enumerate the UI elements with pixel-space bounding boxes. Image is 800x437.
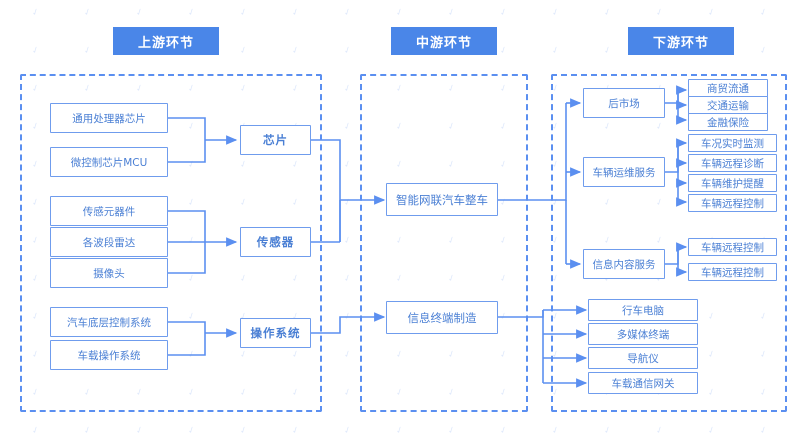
node-aftermarket-1[interactable]: 交通运输 <box>688 96 768 114</box>
node-upstream-raw-2[interactable]: 传感元器件 <box>50 196 168 226</box>
node-ops-0[interactable]: 车况实时监测 <box>688 134 777 152</box>
node-midstream-0[interactable]: 智能网联汽车整车 <box>386 183 498 216</box>
node-terminal-1[interactable]: 多媒体终端 <box>588 323 698 345</box>
node-content-1[interactable]: 车辆远程控制 <box>688 263 777 281</box>
node-aftermarket-2[interactable]: 金融保险 <box>688 113 768 131</box>
midstream-container <box>360 74 528 412</box>
header-midstream: 中游环节 <box>391 27 497 55</box>
node-terminal-0[interactable]: 行车电脑 <box>588 299 698 321</box>
header-downstream: 下游环节 <box>628 27 734 55</box>
node-downstream-service-1[interactable]: 车辆运维服务 <box>583 157 665 187</box>
node-upstream-raw-3[interactable]: 各波段雷达 <box>50 227 168 257</box>
node-midstream-1[interactable]: 信息终端制造 <box>386 301 498 334</box>
upstream-container <box>20 74 322 412</box>
node-upstream-category-1[interactable]: 传感器 <box>240 227 311 257</box>
node-downstream-service-0[interactable]: 后市场 <box>583 88 665 118</box>
header-upstream: 上游环节 <box>113 27 219 55</box>
node-ops-1[interactable]: 车辆远程诊断 <box>688 154 777 172</box>
node-aftermarket-0[interactable]: 商贸流通 <box>688 79 768 97</box>
node-upstream-raw-5[interactable]: 汽车底层控制系统 <box>50 307 168 337</box>
node-ops-2[interactable]: 车辆维护提醒 <box>688 174 777 192</box>
downstream-container <box>551 74 787 412</box>
node-content-0[interactable]: 车辆远程控制 <box>688 238 777 256</box>
node-terminal-3[interactable]: 车载通信网关 <box>588 372 698 394</box>
node-downstream-service-2[interactable]: 信息内容服务 <box>583 249 665 279</box>
node-ops-3[interactable]: 车辆远程控制 <box>688 194 777 212</box>
node-upstream-raw-1[interactable]: 微控制芯片MCU <box>50 147 168 177</box>
node-upstream-raw-4[interactable]: 摄像头 <box>50 258 168 288</box>
node-terminal-2[interactable]: 导航仪 <box>588 347 698 369</box>
node-upstream-raw-0[interactable]: 通用处理器芯片 <box>50 103 168 133</box>
node-upstream-category-2[interactable]: 操作系统 <box>240 318 311 348</box>
node-upstream-raw-6[interactable]: 车载操作系统 <box>50 340 168 370</box>
node-upstream-category-0[interactable]: 芯片 <box>240 125 311 155</box>
